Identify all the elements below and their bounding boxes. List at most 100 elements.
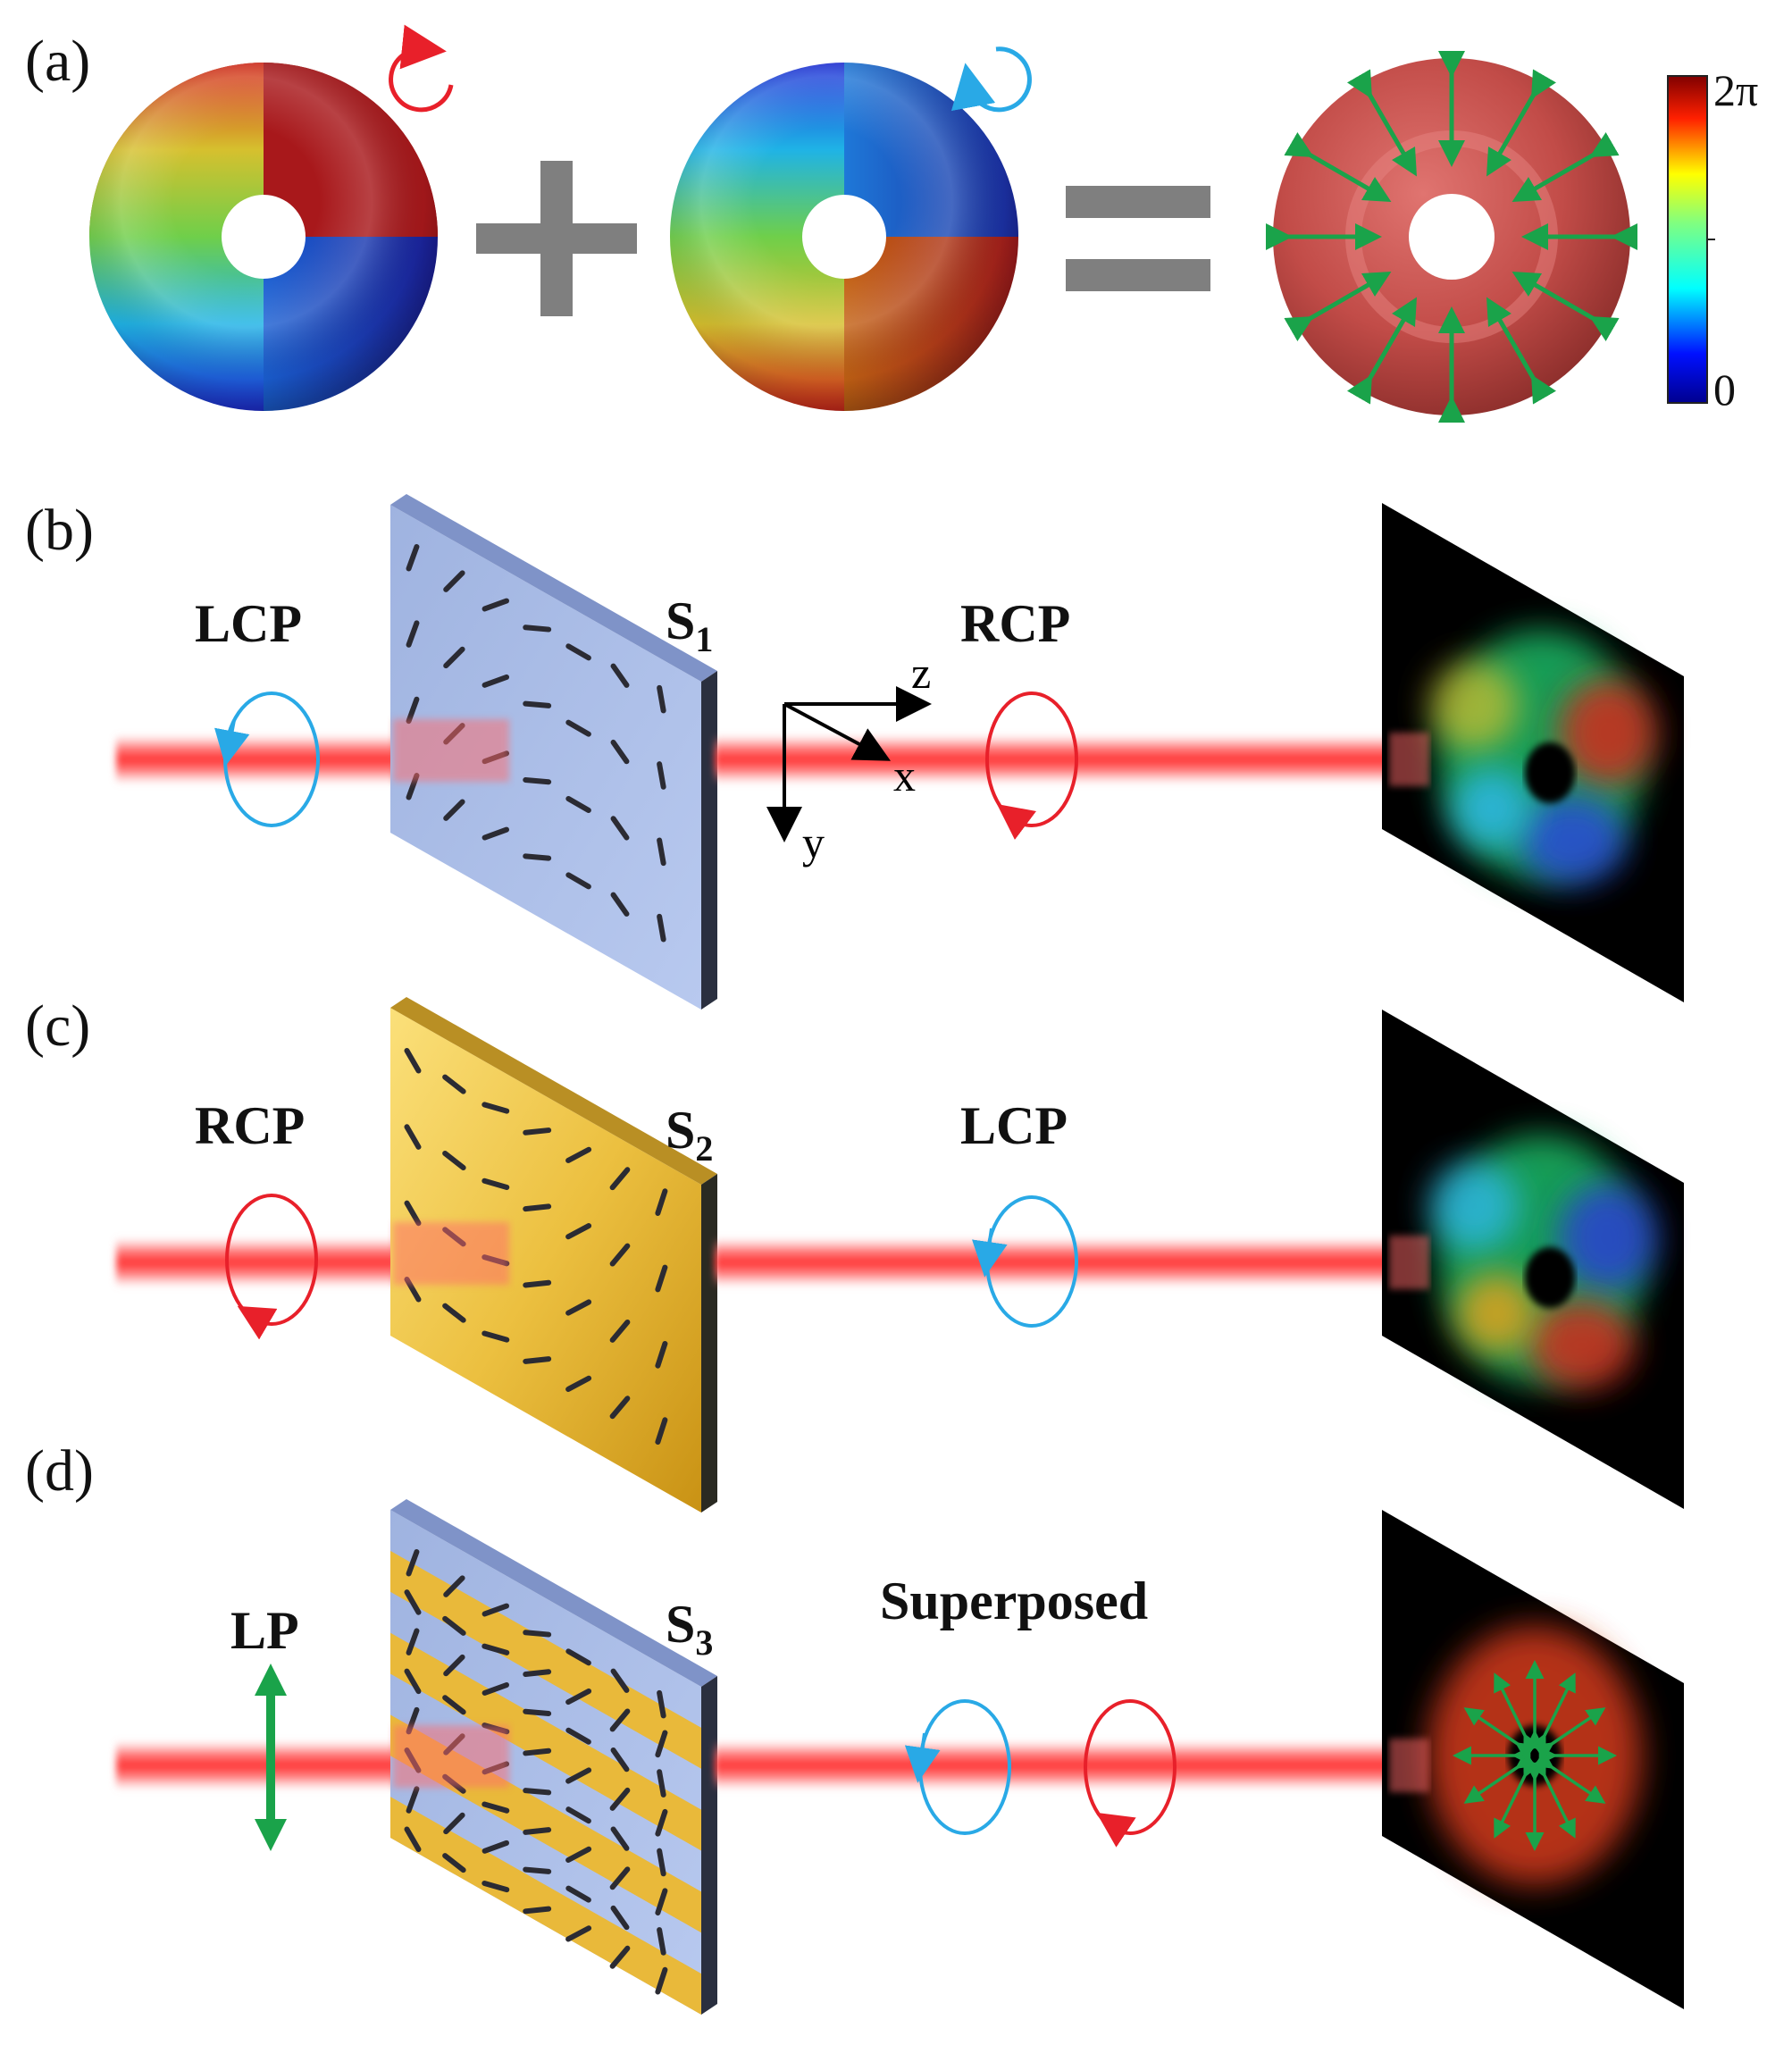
nano-pillar — [442, 1074, 466, 1094]
nano-pillar — [609, 1787, 631, 1811]
nano-pillar — [657, 761, 666, 790]
lcp-rotation-icon — [951, 46, 1032, 113]
nano-pillar — [481, 1178, 510, 1190]
nano-pillar — [655, 1888, 668, 1916]
input-polarization-label: RCP — [195, 1096, 305, 1155]
nano-pillar — [657, 1927, 666, 1956]
nano-pillar — [609, 1167, 631, 1191]
panel-b-label: (b) — [25, 498, 94, 563]
coordinate-axes: z x y — [766, 648, 932, 867]
phase-torus-2 — [670, 63, 1018, 411]
axis-y-label: y — [802, 817, 825, 867]
nano-pillar — [523, 1203, 552, 1212]
nano-pillar — [523, 1827, 552, 1835]
nano-pillar — [404, 1589, 422, 1615]
nano-pillar — [565, 872, 591, 890]
metasurface-s1 — [390, 494, 717, 1010]
vector-beam-torus — [1266, 51, 1637, 423]
polarization-arrow — [1284, 271, 1392, 341]
panel-c: (c) RCP S2 LCP — [25, 993, 1684, 1513]
panel-c-label: (c) — [25, 993, 90, 1059]
nano-pillar — [609, 1243, 631, 1267]
nano-pillar — [442, 1615, 466, 1636]
nano-pillar — [655, 1730, 668, 1758]
nano-pillar — [565, 1727, 591, 1745]
polarization-arrow — [1528, 1756, 1576, 1839]
rcp-rotation-icon — [389, 24, 454, 113]
transmitted-beam — [715, 734, 1429, 784]
sample-s3-label: S3 — [666, 1595, 713, 1663]
nano-pillar — [610, 1826, 630, 1851]
nano-pillar — [406, 696, 420, 725]
colorbar-min-label: 0 — [1713, 365, 1736, 415]
nano-pillar — [481, 1801, 510, 1814]
nano-pillar — [565, 1846, 592, 1864]
nano-pillar — [657, 837, 666, 867]
nano-pillar — [481, 1330, 510, 1343]
nano-pillar — [443, 1654, 465, 1677]
nano-pillar — [609, 1319, 631, 1343]
nano-pillar — [404, 1124, 422, 1150]
nano-pillar — [404, 1668, 422, 1695]
nano-pillar — [442, 1303, 466, 1323]
nano-pillar — [565, 1648, 591, 1666]
nano-pillar — [523, 1279, 552, 1288]
nano-pillar — [523, 1866, 552, 1874]
nano-pillar — [443, 646, 465, 669]
nano-pillar — [610, 816, 630, 841]
polarization-arrow — [1486, 297, 1556, 405]
observation-screen-c — [1382, 1010, 1684, 1509]
nano-pillar — [523, 1906, 552, 1915]
nano-pillar — [565, 1146, 592, 1163]
nano-pillar — [523, 853, 552, 861]
equals-operator — [1066, 186, 1210, 291]
output-polarization-label: RCP — [960, 594, 1070, 653]
nano-pillar — [523, 1356, 552, 1364]
panel-d: (d) LP S3 Superposed — [25, 1438, 1684, 2015]
polarization-arrow — [1347, 297, 1418, 405]
nano-pillar — [657, 1848, 666, 1877]
nano-pillar — [406, 1628, 420, 1655]
nano-pillar — [609, 1945, 631, 1969]
nano-pillar — [481, 1603, 510, 1617]
nano-pillar — [655, 1340, 668, 1369]
nano-pillar — [481, 1643, 510, 1655]
nano-pillar — [655, 1264, 668, 1293]
observation-screen-d — [1382, 1510, 1684, 2009]
nano-pillar — [565, 796, 591, 814]
nano-pillar — [442, 1150, 466, 1170]
nano-pillar — [610, 739, 630, 765]
nano-pillar — [523, 1747, 552, 1756]
polarization-arrow — [1494, 1672, 1541, 1755]
sample-s2-label: S2 — [666, 1101, 713, 1169]
panel-a-label: (a) — [25, 29, 90, 94]
radial-polarization-arrows — [1453, 1660, 1617, 1851]
nano-pillar — [481, 674, 510, 688]
nano-pillar — [523, 776, 552, 785]
transmitted-beam — [715, 1740, 1429, 1790]
colorbar-max-label: 2π — [1713, 65, 1758, 115]
nano-pillar — [657, 684, 666, 714]
nano-pillar — [404, 1200, 422, 1227]
nano-pillar — [565, 719, 591, 737]
nano-pillar — [565, 1375, 592, 1392]
polarization-arrow — [1463, 1750, 1537, 1804]
nano-pillar — [481, 826, 510, 841]
gold-strip — [390, 1797, 701, 2015]
nano-pillar — [565, 1223, 592, 1240]
plus-operator — [476, 161, 637, 316]
nano-pillar — [442, 1695, 466, 1715]
input-polarization-label: LP — [230, 1601, 299, 1660]
nano-pillar — [655, 1966, 668, 1995]
input-polarization-label: LCP — [195, 594, 302, 653]
nano-pillar — [610, 892, 630, 917]
nano-pillar — [523, 700, 552, 708]
nano-pillar — [523, 1708, 552, 1716]
nano-pillar — [523, 1630, 552, 1638]
nano-pillar — [481, 1682, 510, 1696]
nano-pillar — [565, 1885, 591, 1903]
phase-torus-1 — [89, 63, 438, 411]
nano-pillar — [565, 1925, 592, 1942]
nano-pillar — [565, 1299, 592, 1316]
nano-pillar — [481, 1880, 510, 1893]
